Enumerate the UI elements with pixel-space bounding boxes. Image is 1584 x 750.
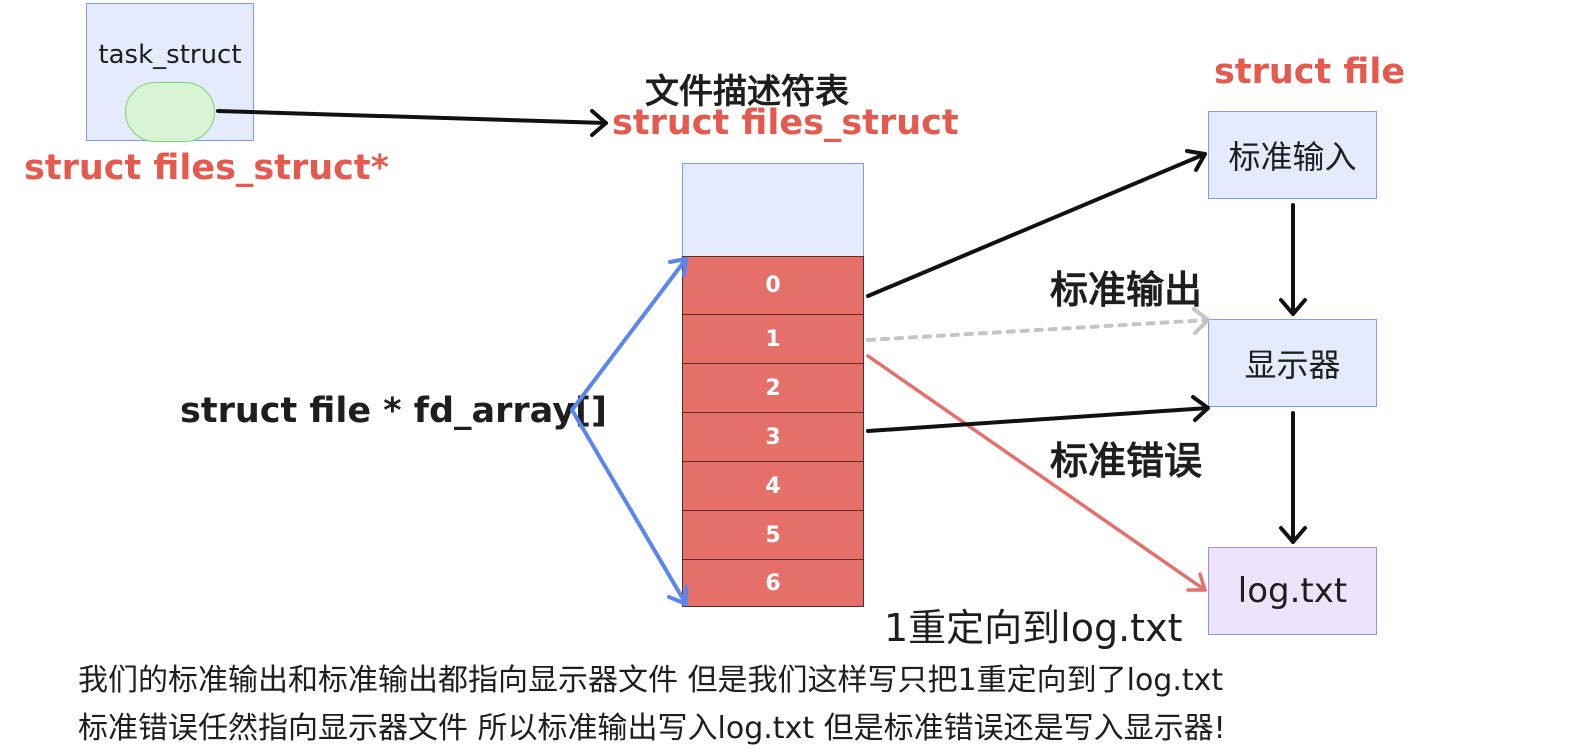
files-pointer-oval [125,82,215,142]
fd0-arrow-head [1185,149,1207,172]
fd-cell-3: 3 [683,412,863,461]
pointer-arrow-head [590,109,608,137]
fd1-redirect-arrow-head [1186,572,1207,592]
fd-array-brace-bottom-head [667,585,688,606]
stdin-file-box: 标准输入 [1208,111,1377,199]
fd-cell-4: 4 [683,461,863,510]
stderr-label: 标准错误 [1050,439,1203,483]
fd-cell-0: 0 [765,273,781,298]
task-struct-label: task_struct [98,40,242,70]
fd3-arrow [866,406,1210,433]
fd1-old-arrow [866,318,1210,342]
struct-file-label: struct file [1214,52,1406,92]
note-line-2: 标准错误任然指向显示器文件 所以标准输出写入log.txt 但是标准错误还是写入… [78,711,1226,746]
fd1-redirect-arrow [866,354,1207,592]
redirect-label: 1重定向到log.txt [884,606,1183,650]
fd1-old-arrow-head [1192,307,1210,335]
fd-array-label: struct file * fd_array[] [180,391,608,431]
fd-array-brace-top [570,257,688,412]
note-line-1: 我们的标准输出和标准输出都指向显示器文件 但是我们这样写只把1重定向到了log.… [78,663,1224,698]
fd-array: 0 1 2 3 4 5 6 [682,256,864,607]
stdin-file-label: 标准输入 [1228,138,1357,176]
fd-cell-1: 1 [683,314,863,363]
files-struct-label: struct files_struct [612,103,959,143]
stdout-label: 标准输出 [1050,268,1203,312]
pointer-arrow [216,109,608,125]
display-file-box: 显示器 [1208,319,1377,407]
files-struct-pointer-label: struct files_struct* [24,148,389,188]
fd-cell-6: 6 [683,559,863,606]
fd-array-brace-top-head [668,257,688,277]
fd0-arrow [866,152,1207,298]
fd3-arrow-head [1191,395,1210,422]
stdin-to-display-arrow-head [1279,298,1307,316]
fd-cell-5: 5 [683,510,863,559]
log-file-label: log.txt [1237,571,1348,611]
fd-cell-2: 2 [683,363,863,412]
log-file-box: log.txt [1208,547,1377,635]
fd-table-title: 文件描述符表 [645,72,849,112]
display-to-log-arrow-head [1279,526,1307,544]
task-struct-box: task_struct [86,3,254,142]
fd-array-brace-bottom [570,408,688,606]
display-file-label: 显示器 [1244,346,1341,384]
